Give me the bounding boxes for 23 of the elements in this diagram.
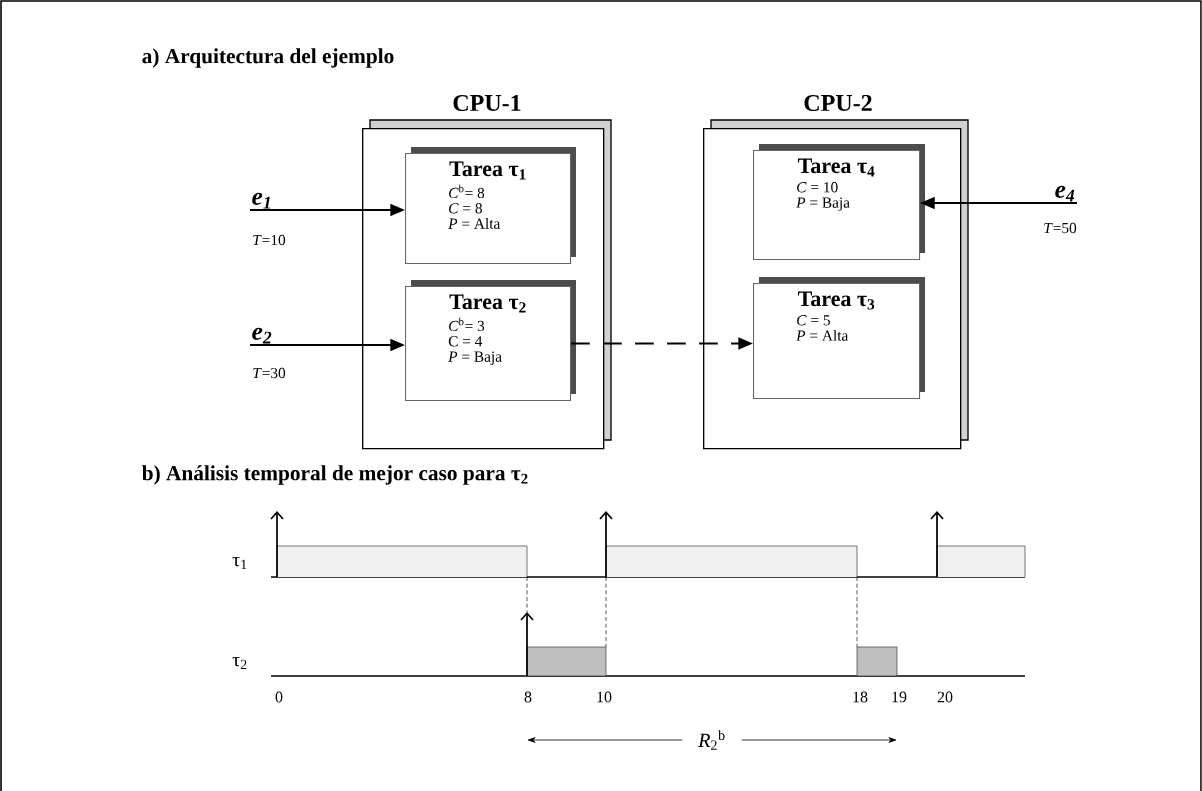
row-label: τ$_{2}$ bbox=[232, 656, 247, 669]
tick-label: 8 bbox=[524, 691, 532, 703]
period-label: T=10 bbox=[253, 234, 286, 246]
section-heading: a) Arquitectura del ejemplo bbox=[142, 48, 394, 68]
tick-label: 10 bbox=[597, 691, 612, 703]
node-label: CPU-2 bbox=[804, 94, 872, 112]
tick-label: 0 bbox=[275, 691, 283, 703]
tick-label: 18 bbox=[853, 691, 868, 703]
row-label: τ$_{1}$ bbox=[232, 556, 247, 569]
event-label: e$_{4}$ bbox=[1055, 185, 1075, 202]
tick-label: 19 bbox=[892, 691, 907, 703]
dimension-label: R$_{2}$b bbox=[682, 725, 742, 755]
period-label: T=30 bbox=[253, 367, 286, 379]
task-box: Tarea τ$_{2}$ C$^{b}$= 3 C = 4 P = Baja bbox=[405, 280, 576, 402]
section-heading: b) Análisis temporal de mejor caso para τ$_{2}$ bbox=[142, 465, 528, 485]
task-box: Tarea τ$_{4}$ C = 10 P = Baja bbox=[753, 144, 925, 261]
event-label: e$_{2}$ bbox=[252, 327, 272, 344]
tick-label: 20 bbox=[937, 691, 953, 703]
task-box: Tarea τ$_{3}$ C = 5 P = Alta bbox=[753, 277, 925, 400]
event-label: e$_{1}$ bbox=[252, 192, 270, 209]
task-box: Tarea τ$_{1}$ C$^{b}$= 8 C = 8 P = Alta bbox=[405, 147, 576, 265]
node-label: CPU-1 bbox=[453, 94, 521, 112]
period-label: T=50 bbox=[1044, 222, 1077, 234]
